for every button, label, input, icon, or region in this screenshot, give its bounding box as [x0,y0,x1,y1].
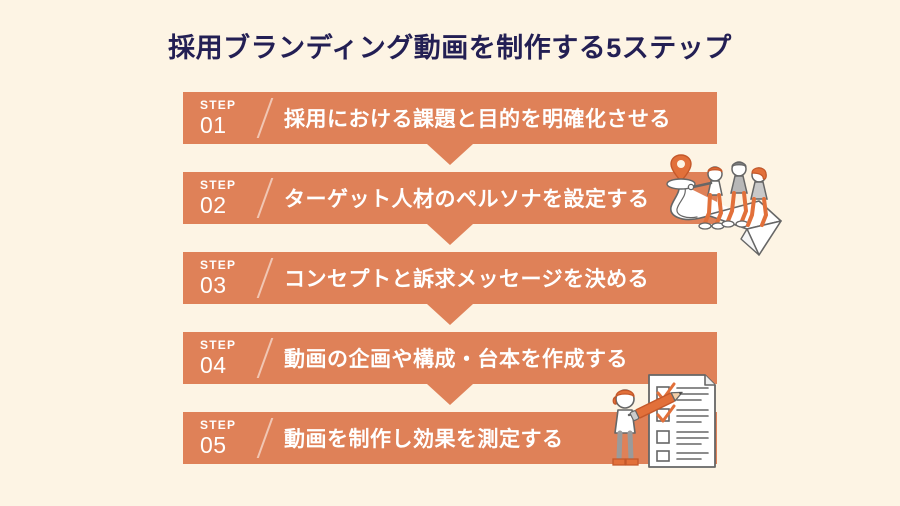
step-number: 01 [200,112,227,138]
chevron-down-connector-icon [427,384,473,405]
step-label-01: STEP 01 [200,99,252,137]
step-word: STEP [200,98,237,112]
step-text: 採用における課題と目的を明確化させる [284,108,671,131]
steps-list: STEP 01 採用における課題と目的を明確化させる STEP 02 ターゲット… [183,92,717,464]
step-text: コンセプトと訴求メッセージを決める [284,268,650,291]
step-text: 動画の企画や構成・台本を作成する [284,348,628,371]
step-bar-01[interactable]: STEP 01 採用における課題と目的を明確化させる [183,92,717,144]
step-word: STEP [200,178,237,192]
step-word: STEP [200,418,237,432]
step-label-03: STEP 03 [200,259,252,297]
step-text: 動画を制作し効果を測定する [284,428,564,451]
step-bar-03[interactable]: STEP 03 コンセプトと訴求メッセージを決める [183,252,717,304]
step-row: STEP 01 採用における課題と目的を明確化させる [183,92,717,165]
step-label-02: STEP 02 [200,179,252,217]
page-title: 採用ブランディング動画を制作する5ステップ [168,33,732,63]
step-text: ターゲット人材のペルソナを設定する [284,188,650,211]
step-number: 03 [200,272,227,298]
slash-divider-icon [252,418,278,458]
step-number: 05 [200,432,227,458]
step-row: STEP 03 コンセプトと訴求メッセージを決める [183,252,717,325]
step-number: 02 [200,192,227,218]
step-number: 04 [200,352,227,378]
slash-divider-icon [252,98,278,138]
step-bar-02[interactable]: STEP 02 ターゲット人材のペルソナを設定する [183,172,717,224]
step-bar-05[interactable]: STEP 05 動画を制作し効果を測定する [183,412,717,464]
step-label-04: STEP 04 [200,339,252,377]
step-bar-04[interactable]: STEP 04 動画の企画や構成・台本を作成する [183,332,717,384]
step-word: STEP [200,258,237,272]
chevron-down-connector-icon [427,144,473,165]
step-row: STEP 02 ターゲット人材のペルソナを設定する [183,172,717,245]
chevron-down-connector-icon [427,304,473,325]
step-row: STEP 04 動画の企画や構成・台本を作成する [183,332,717,405]
slash-divider-icon [252,178,278,218]
step-row: STEP 05 動画を制作し効果を測定する [183,412,717,464]
chevron-down-connector-icon [427,224,473,245]
slash-divider-icon [252,338,278,378]
step-label-05: STEP 05 [200,419,252,457]
step-word: STEP [200,338,237,352]
slash-divider-icon [252,258,278,298]
